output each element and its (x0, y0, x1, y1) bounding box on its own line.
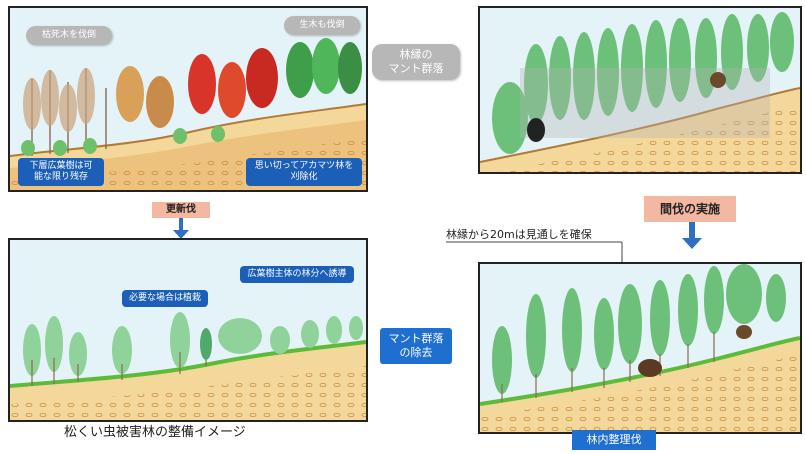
panel-after-thinning (478, 262, 802, 434)
bubble-cut-dead-trees: 枯死木を伐倒 (26, 26, 112, 45)
panel-after-renewal: 広葉樹主体の林分へ誘導 必要な場合は植栽 (8, 238, 368, 422)
step-renewal-cut: 更新伐 (152, 202, 210, 218)
bubble-cut-live-trees: 生木も伐倒 (284, 16, 360, 35)
step-thinning: 間伐の実施 (644, 196, 736, 222)
label-clear-red-pine: 思い切ってアカマツ林を 刈除化 (246, 158, 362, 186)
panel-forest-edge (478, 6, 802, 174)
label-remove-mantle: マント群落 の除去 (380, 328, 452, 364)
label-broadleaf-guidance: 広葉樹主体の林分へ誘導 (240, 266, 354, 283)
panel-before-renewal: 枯死木を伐倒 生木も伐倒 下層広葉樹は可 能な限り残存 思い切ってアカマツ林を … (8, 6, 368, 192)
sightline-note: 林縁から20mは見通しを確保 (446, 228, 592, 241)
arrow-down-icon (682, 222, 702, 249)
label-keep-understory: 下層広葉樹は可 能な限り残存 (18, 158, 104, 186)
bubble-mantle-community: 林縁の マント群落 (372, 44, 460, 80)
forest-edge-scene (480, 8, 800, 172)
thinned-forest-scene (480, 264, 800, 432)
forest-scene-after (10, 240, 366, 420)
label-thinning-inside: 林内整理伐 (572, 430, 656, 450)
figure-caption: 松くい虫被害林の整備イメージ (64, 425, 246, 440)
label-plant-if-needed: 必要な場合は植栽 (122, 290, 208, 307)
arrow-down-icon (173, 218, 189, 239)
